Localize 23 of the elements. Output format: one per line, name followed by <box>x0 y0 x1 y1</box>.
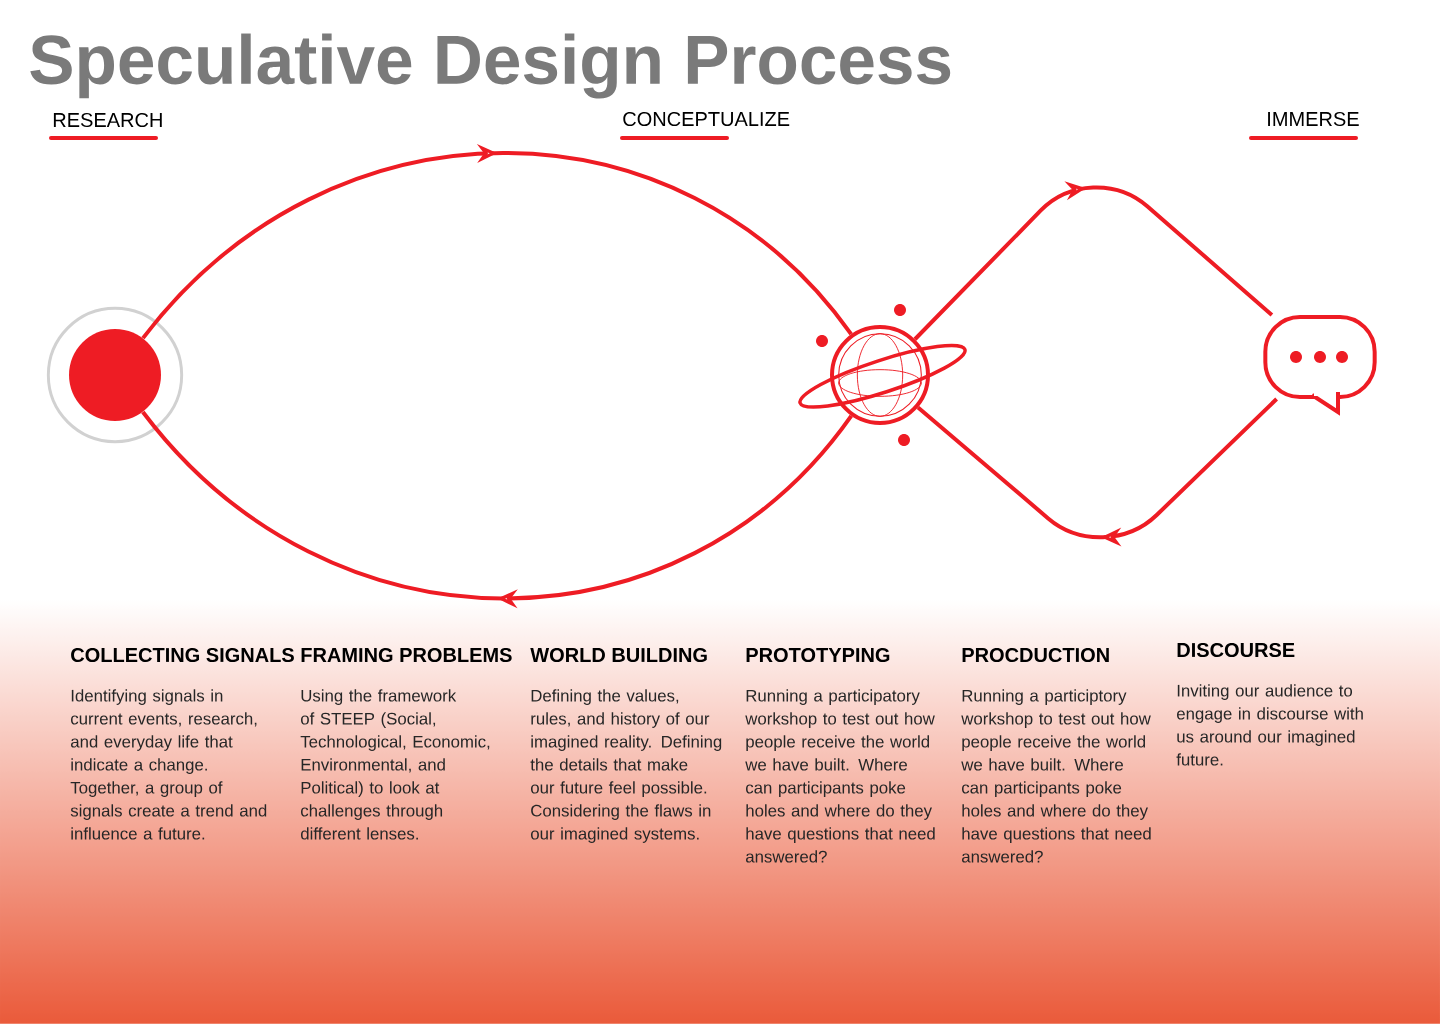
description-text: Inviting our audience to engage in discourse with us around our imagined future. <box>1176 684 1363 766</box>
arrow <box>913 181 1274 341</box>
planet-icon <box>798 304 967 446</box>
column-heading: PROCDUCTION <box>962 647 1109 663</box>
description-text: Running a participatory workshop to test out how people receive the world we have built. Where can participants poke holes and where do they have questions that need answered? <box>745 689 935 863</box>
column-heading: PROTOTYPING <box>746 647 890 663</box>
phase-label: IMMERSE <box>1268 111 1359 127</box>
column-heading: COLLECTING SIGNALS <box>71 647 294 663</box>
description-text: Defining the values, rules, and history of our imagined reality. Defining the details that make our future feel possible. Considering the flaws in our imagined systems. <box>530 689 722 843</box>
description-text: Using the framework of STEEP (Social, Technological, Economic, Environmental, and Political) to look at challenges through different lenses. <box>300 689 490 840</box>
description-text: Running a participtory workshop to test out how people receive the world we have built. Where can participants poke holes and where do they have questions that need answered? <box>961 689 1151 863</box>
arrow <box>141 410 853 609</box>
description-text: Identifying signals in current events, research, and everyday life that indicate a change. Together, a group of signals create a trend and influence a future. <box>70 689 267 840</box>
dot-icon <box>46 306 184 444</box>
title: Speculative Design Process <box>30 33 951 99</box>
column-heading: WORLD BUILDING <box>530 647 707 663</box>
arrow <box>141 143 853 340</box>
speech-bubble-icon <box>1263 315 1377 416</box>
phase-label: CONCEPTUALIZE <box>623 111 790 127</box>
phase-label: RESEARCH <box>53 112 162 128</box>
column-heading: DISCOURSE <box>1177 642 1295 658</box>
column-heading: FRAMING PROBLEMS <box>301 647 512 663</box>
arrow <box>916 397 1278 547</box>
